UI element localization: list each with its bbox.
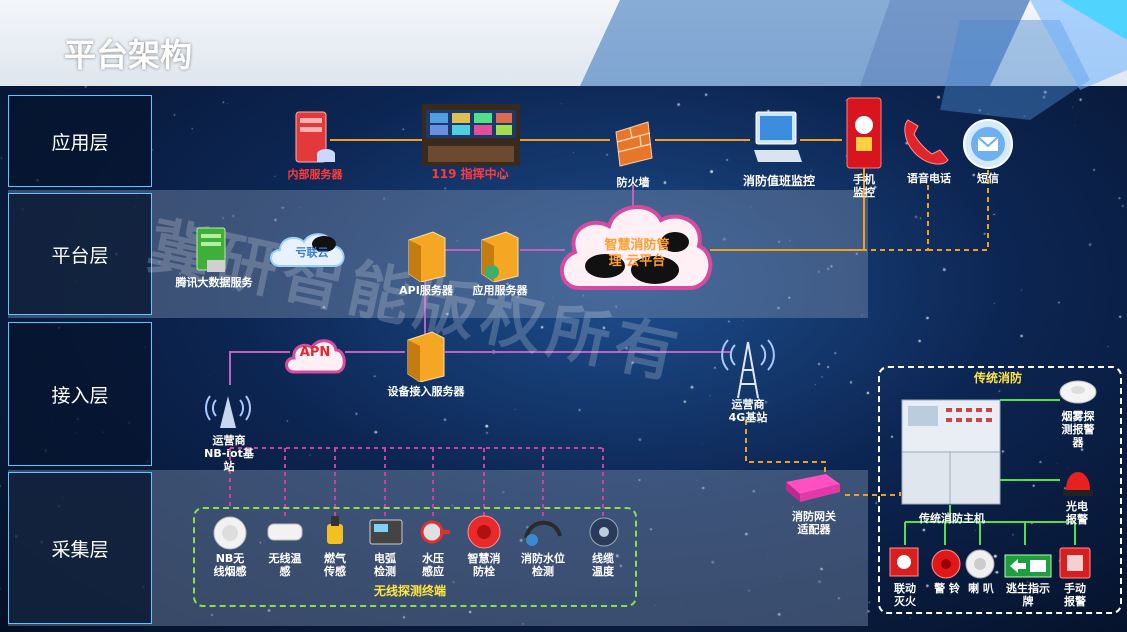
gas-sensor-icon bbox=[327, 516, 343, 544]
cable-temp-sensor-icon bbox=[589, 517, 619, 547]
nb-station-label: 运营商 NB-iot基 站 bbox=[204, 434, 254, 473]
linkage-extinguish-icon bbox=[889, 547, 919, 577]
tencent-cloud-icon bbox=[270, 233, 345, 267]
nb-tower-icon bbox=[205, 395, 251, 428]
tencent-bigdata-label: 腾讯大数据服务 bbox=[175, 276, 253, 289]
internal-server-label: 内部服务器 bbox=[287, 168, 343, 181]
gateway-adapter-icon bbox=[786, 474, 840, 502]
smoke-detector-label: 烟雾探 测报警 器 bbox=[1061, 410, 1095, 449]
exit-sign-icon bbox=[1004, 554, 1052, 578]
api-server-icon bbox=[408, 231, 446, 282]
wireless-temp-sensor-icon bbox=[267, 523, 303, 541]
sensor-label-0: NB无 线烟感 bbox=[213, 552, 247, 578]
horn-speaker-label: 喇 叭 bbox=[968, 582, 994, 595]
manual-alarm-icon bbox=[1059, 547, 1091, 579]
arc-detector-icon bbox=[369, 519, 403, 545]
layer-platform: 平台层 bbox=[8, 193, 152, 315]
tencent-cloud-label: 亏联云 bbox=[295, 246, 329, 259]
sensor-label-6: 消防水位 检测 bbox=[521, 552, 565, 578]
light-alarm-icon bbox=[1063, 472, 1093, 496]
sensor-label-7: 线缆 温度 bbox=[592, 552, 614, 578]
linkage-extinguish-label: 联动 灭火 bbox=[894, 582, 916, 608]
fire-host-label: 传统消防主机 bbox=[919, 512, 985, 525]
page-title: 平台架构 bbox=[64, 36, 193, 74]
traditional-fire-box bbox=[878, 366, 1122, 614]
command-center-photo bbox=[422, 104, 520, 166]
sensor-label-1: 无线温 感 bbox=[268, 552, 302, 578]
bigdata-server-icon bbox=[196, 227, 226, 272]
alarm-bell-icon bbox=[931, 549, 961, 579]
device-access-server-icon bbox=[407, 331, 445, 382]
sensor-label-3: 电弧 检测 bbox=[374, 552, 396, 578]
apn-label: APN bbox=[299, 345, 331, 360]
water-level-sensor-icon bbox=[524, 520, 562, 546]
layer-collection: 采集层 bbox=[8, 472, 152, 624]
duty-monitor-label: 消防值班监控 bbox=[742, 174, 815, 188]
sensor-label-5: 智慧消 防栓 bbox=[467, 552, 501, 578]
command-center-label: 119 指挥中心 bbox=[431, 167, 509, 181]
light-alarm-label: 光电 报警 bbox=[1066, 500, 1088, 526]
decorative-polygons bbox=[580, 0, 1127, 120]
smart-cloud-icon bbox=[559, 205, 713, 290]
mobile-phone-icon bbox=[846, 97, 882, 169]
4g-station-label: 运营商 4G基站 bbox=[728, 398, 768, 424]
wireless-terminals-box bbox=[193, 507, 637, 607]
phone-call-icon bbox=[904, 119, 949, 165]
internal-server-icon bbox=[295, 111, 335, 163]
app-server-icon bbox=[481, 231, 519, 282]
manual-alarm-label: 手动 报警 bbox=[1064, 582, 1086, 608]
gateway-adapter-label: 消防网关 适配器 bbox=[792, 510, 836, 536]
exit-sign-label: 逃生指示 牌 bbox=[1006, 582, 1050, 608]
device-access-server-label: 设备接入服务器 bbox=[387, 385, 465, 398]
smoke-detector-icon bbox=[1059, 380, 1097, 404]
fire-host-icon bbox=[901, 399, 1001, 505]
apn-cloud-icon bbox=[285, 339, 346, 374]
api-server-label: API服务器 bbox=[399, 284, 453, 297]
smart-hydrant-icon bbox=[467, 515, 501, 549]
mobile-monitor-label: 手机 监控 bbox=[853, 173, 875, 199]
sensor-label-4: 水压 感应 bbox=[422, 552, 444, 578]
sms-icon bbox=[963, 119, 1013, 169]
horn-speaker-icon bbox=[965, 549, 995, 579]
layer-access: 接入层 bbox=[8, 322, 152, 466]
smart-cloud-label: 智慧消防管 理 云平台 bbox=[604, 238, 670, 269]
sms-label: 短信 bbox=[977, 172, 999, 185]
voice-call-label: 语音电话 bbox=[907, 172, 951, 185]
water-pressure-sensor-icon bbox=[420, 520, 450, 544]
firewall-icon bbox=[615, 121, 653, 167]
wireless-terminals-title: 无线探测终端 bbox=[373, 584, 446, 598]
4g-tower-icon bbox=[721, 339, 775, 399]
traditional-fire-title: 传统消防 bbox=[973, 371, 1022, 385]
monitor-icon bbox=[754, 111, 802, 162]
nb-smoke-sensor-icon bbox=[213, 516, 247, 550]
firewall-label: 防火墙 bbox=[616, 176, 650, 189]
alarm-bell-label: 警 铃 bbox=[934, 582, 960, 595]
sensor-label-2: 燃气 传感 bbox=[324, 552, 346, 578]
app-server-label: 应用服务器 bbox=[472, 284, 528, 297]
layer-application: 应用层 bbox=[8, 95, 152, 187]
